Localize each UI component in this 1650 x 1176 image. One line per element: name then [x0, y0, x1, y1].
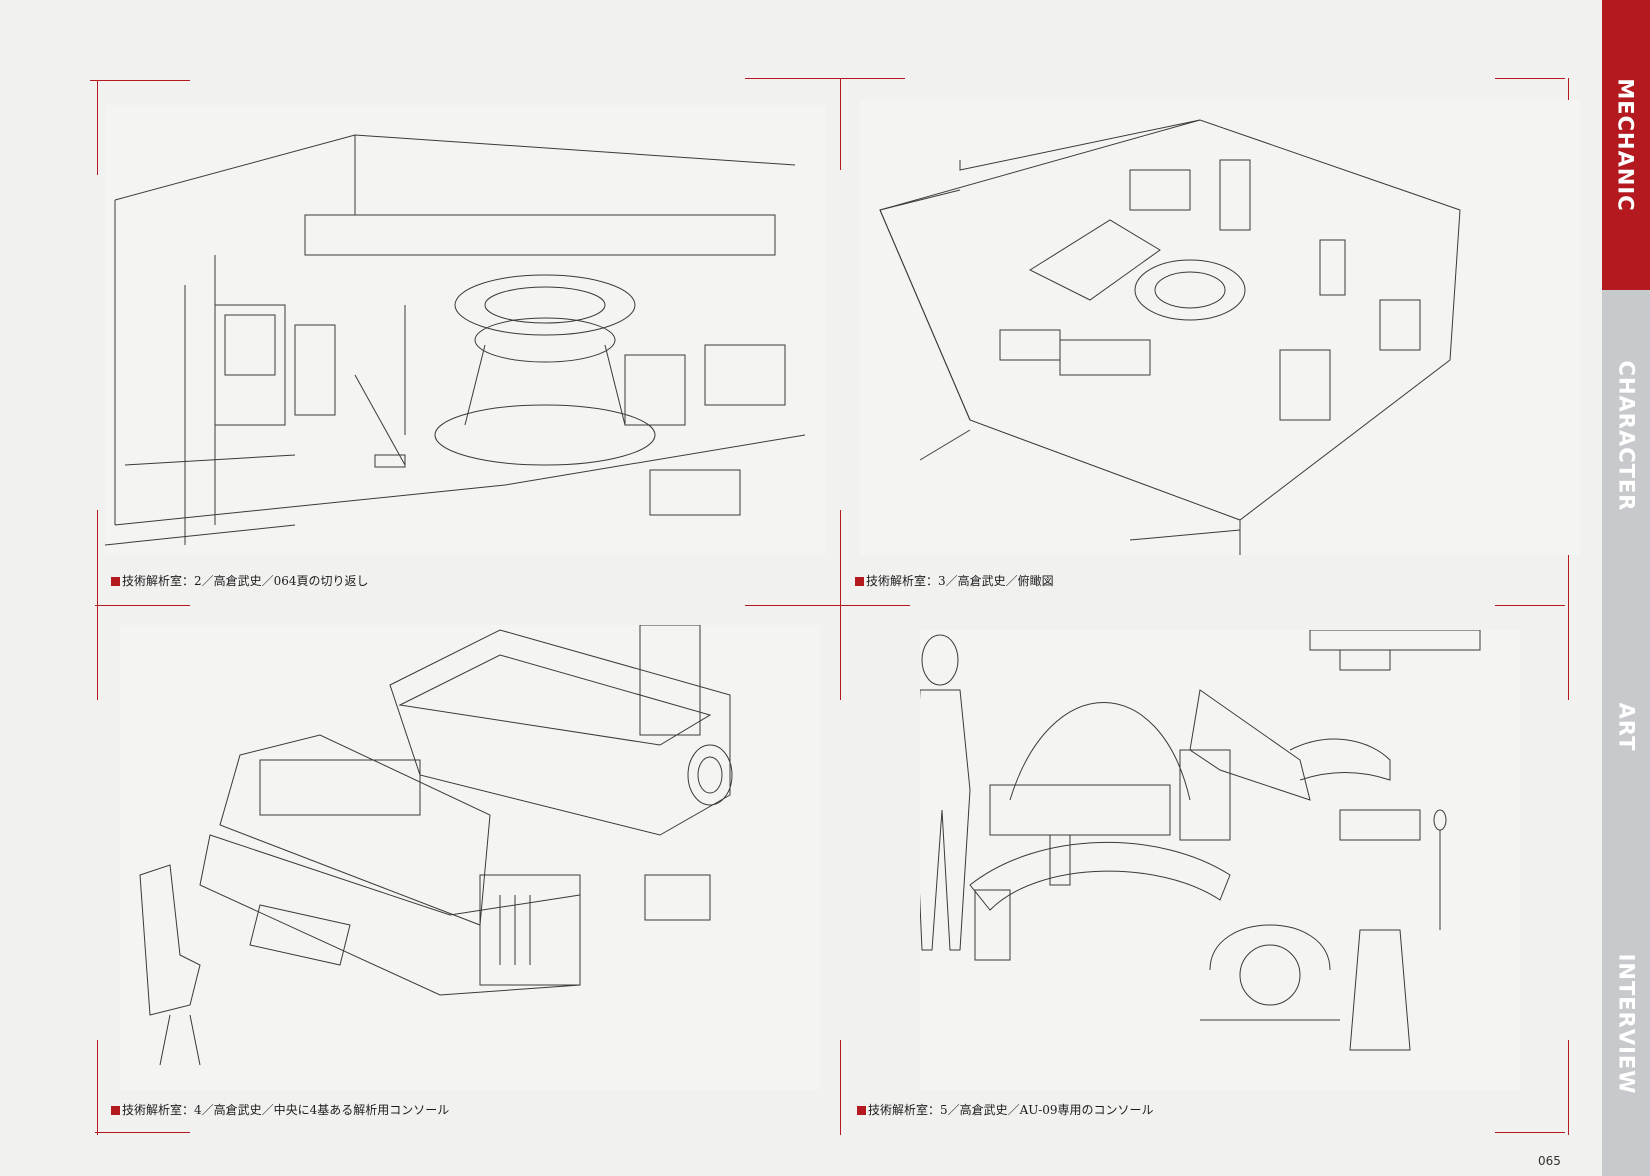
- caption-panel-3: 技術解析室：3／高倉武史／俯瞰図: [855, 572, 1054, 589]
- crop-mark: [1495, 1132, 1565, 1133]
- crop-mark: [1568, 510, 1569, 700]
- tab-interview[interactable]: INTERVIEW: [1602, 872, 1650, 1176]
- tab-label: CHARACTER: [1614, 360, 1639, 512]
- tab-character[interactable]: CHARACTER: [1602, 290, 1650, 582]
- section-tab-strip: MECHANIC CHARACTER ART INTERVIEW: [1602, 0, 1650, 1176]
- sketch-tech-room-overhead: [860, 100, 1580, 555]
- crop-mark: [97, 80, 98, 175]
- crop-mark: [840, 1040, 841, 1135]
- page-number: 065: [1538, 1154, 1561, 1168]
- tab-mechanic[interactable]: MECHANIC: [1602, 0, 1650, 290]
- tab-label: ART: [1614, 702, 1638, 752]
- crop-mark: [1495, 605, 1565, 606]
- caption-text: 技術解析室：5／高倉武史／AU-09専用のコンソール: [868, 1103, 1154, 1117]
- crop-mark: [745, 78, 905, 79]
- caption-text: 技術解析室：2／高倉武史／064頁の切り返し: [122, 574, 369, 588]
- crop-mark: [95, 605, 190, 606]
- caption-bullet: [857, 1106, 866, 1115]
- sketch-analysis-console: [120, 625, 820, 1090]
- crop-mark: [1495, 78, 1565, 79]
- crop-mark: [97, 1040, 98, 1135]
- crop-mark: [840, 510, 841, 700]
- tab-label: INTERVIEW: [1614, 953, 1638, 1095]
- crop-mark: [90, 80, 190, 81]
- crop-mark: [840, 78, 841, 170]
- caption-panel-5: 技術解析室：5／高倉武史／AU-09専用のコンソール: [857, 1101, 1154, 1118]
- caption-bullet: [855, 577, 864, 586]
- crop-mark: [1568, 1040, 1569, 1135]
- sketch-au09-console: [920, 630, 1520, 1090]
- caption-panel-4: 技術解析室：4／高倉武史／中央に4基ある解析用コンソール: [111, 1101, 449, 1118]
- caption-panel-2: 技術解析室：2／高倉武史／064頁の切り返し: [111, 572, 369, 589]
- crop-mark: [745, 605, 910, 606]
- tab-label: MECHANIC: [1614, 78, 1639, 212]
- crop-mark: [97, 510, 98, 700]
- caption-bullet: [111, 1106, 120, 1115]
- crop-mark: [95, 1132, 190, 1133]
- tab-art[interactable]: ART: [1602, 582, 1650, 872]
- caption-bullet: [111, 577, 120, 586]
- caption-text: 技術解析室：4／高倉武史／中央に4基ある解析用コンソール: [122, 1103, 450, 1117]
- caption-text: 技術解析室：3／高倉武史／俯瞰図: [866, 574, 1054, 588]
- sketch-tech-room-perspective: [105, 105, 825, 555]
